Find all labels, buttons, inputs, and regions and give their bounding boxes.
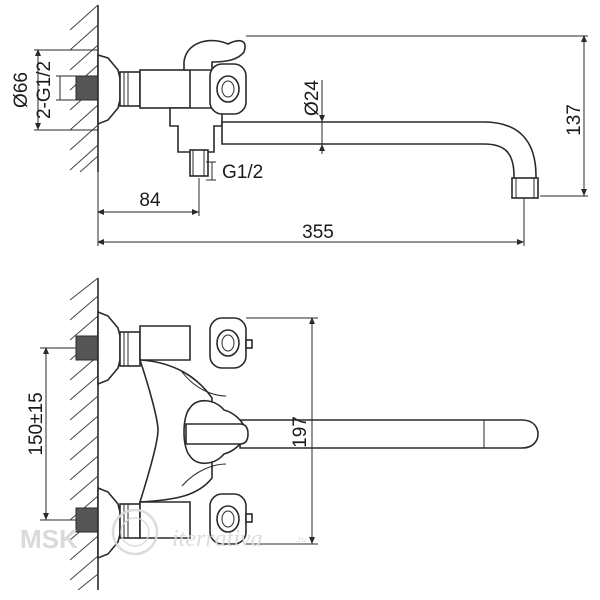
watermark: MSK iterrativa .ru — [20, 508, 307, 556]
mixer-body-top — [139, 39, 247, 177]
inlet-thread-label: 2-G1/2 — [34, 61, 55, 119]
spout-top — [221, 121, 539, 199]
inlet-flange-top — [75, 53, 141, 126]
dim-outlet-thread: G1/2 — [206, 161, 263, 183]
spout-front — [183, 399, 539, 465]
watermark-suffix: .ru — [296, 534, 307, 544]
height-label: 137 — [564, 104, 585, 136]
top-view: Ø66 2-G1/2 Ø24 137 G1/2 — [11, 4, 588, 246]
watermark-brand: MSK — [20, 524, 78, 554]
dim-body-height: 197 — [246, 317, 318, 545]
dim-height: 137 — [246, 35, 588, 197]
spout-diameter-label: Ø24 — [302, 80, 323, 116]
body-height-label: 197 — [290, 416, 311, 448]
outlet-thread-label: G1/2 — [222, 162, 263, 183]
dim-outlet-offset: 84 — [97, 172, 200, 246]
upper-handle — [209, 317, 253, 369]
spout-length-label: 355 — [302, 222, 334, 243]
dim-flange: Ø66 2-G1/2 — [11, 49, 98, 131]
watermark-logo-icon — [111, 508, 159, 556]
flange-diameter-label: Ø66 — [11, 72, 32, 108]
upper-inlet — [75, 310, 191, 386]
lower-handle — [209, 493, 253, 545]
lower-inlet — [75, 486, 191, 560]
mixer-body-front — [138, 359, 227, 503]
watermark-script: iterrativa — [172, 526, 263, 552]
dim-spout-length: 355 — [97, 198, 525, 246]
inlet-spacing-label: 150±15 — [26, 392, 47, 455]
dim-spout-diameter: Ø24 — [302, 80, 325, 154]
outlet-offset-label: 84 — [139, 190, 161, 211]
front-view: 150±15 197 — [26, 277, 539, 591]
dim-inlet-spacing: 150±15 — [26, 347, 76, 521]
